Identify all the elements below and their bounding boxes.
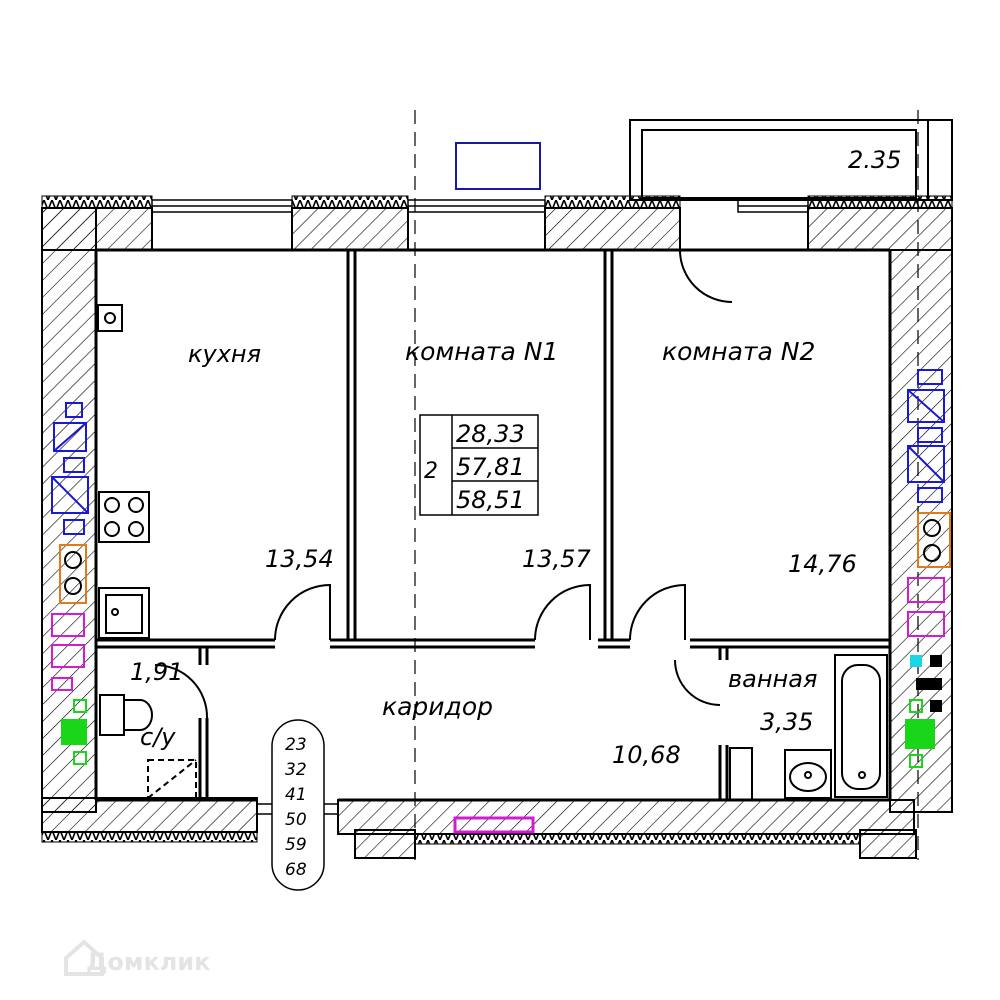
area-summary-table	[419, 414, 539, 516]
rooms-count: 2	[424, 459, 438, 484]
total-with-balcony: 58,51	[456, 486, 525, 514]
wc-name: с/у	[140, 723, 176, 751]
floor-number: 59	[285, 835, 307, 855]
floor-number: 23	[285, 735, 307, 755]
floor-number: 50	[285, 810, 307, 830]
bathroom-area: 3,35	[760, 708, 813, 736]
floor-number: 68	[285, 860, 307, 880]
ventilation-box-highlight	[455, 142, 541, 190]
balcony-area: 2.35	[848, 146, 901, 174]
kitchen-name: кухня	[188, 340, 261, 368]
bathroom-fixtures	[729, 654, 888, 801]
wc-fixtures	[99, 694, 197, 799]
kitchen-area: 13,54	[265, 545, 334, 573]
floor-number: 41	[285, 785, 307, 805]
corridor-area: 10,68	[612, 741, 681, 769]
room1-area: 13,57	[522, 545, 591, 573]
room2-area: 14,76	[788, 550, 857, 578]
total-area: 57,81	[456, 453, 525, 481]
corridor-name: каридор	[382, 692, 493, 721]
watermark-text: Домклик	[86, 948, 210, 976]
room2-name: комната N2	[662, 337, 815, 366]
floors-list: 23 32 41 50 59 68	[285, 735, 307, 880]
bathroom-name: ванная	[728, 665, 817, 693]
right-markers	[905, 369, 951, 768]
kitchen-fixtures	[97, 304, 150, 639]
floors-capsule	[271, 719, 325, 891]
bottom-radiator-marker	[453, 816, 535, 834]
wc-area: 1,91	[130, 658, 183, 686]
balcony	[629, 119, 953, 201]
room1-name: комната N1	[405, 337, 558, 366]
exterior-walls	[41, 195, 953, 859]
house-logo-icon	[64, 939, 104, 976]
interior-walls	[94, 248, 892, 802]
left-markers	[51, 402, 89, 765]
watermark: Домклик	[64, 939, 210, 976]
living-area: 28,33	[456, 420, 525, 448]
door-swings	[154, 249, 733, 719]
floor-number: 32	[285, 760, 307, 780]
